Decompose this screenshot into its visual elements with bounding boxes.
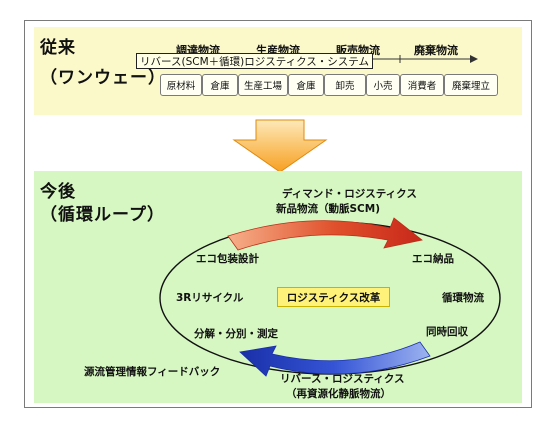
box-raw-material: 原材料 <box>160 74 202 96</box>
blue-arrow-icon <box>239 341 431 377</box>
box-wholesale: 卸売 <box>324 74 366 96</box>
disassembly-label: 分解・分別・測定 <box>194 328 278 340</box>
box-warehouse-2: 倉庫 <box>288 74 324 96</box>
flow-disposal: 廃棄物流 <box>414 44 458 57</box>
oneway-title: 従来 <box>40 38 76 58</box>
box-warehouse-1: 倉庫 <box>202 74 238 96</box>
loop-title: 今後 <box>40 182 76 202</box>
three-r-label: 3Rリサイクル <box>176 292 244 304</box>
box-landfill: 廃棄埋立 <box>444 74 498 96</box>
recycling-flow-label: （再資源化静脈物流） <box>286 388 391 400</box>
feedback-label: 源流管理情報フィードバック <box>84 366 221 378</box>
box-retail: 小売 <box>366 74 400 96</box>
tooltip: リバース(SCM＋循環)ロジスティクス・システム <box>136 53 373 69</box>
box-consumer: 消費者 <box>400 74 444 96</box>
eco-delivery-label: エコ納品 <box>412 253 454 265</box>
oneway-subtitle: （ワンウェー） <box>40 68 166 88</box>
demand-logistics-label: ディマンド・ロジスティクス <box>282 188 417 200</box>
loop-subtitle: （循環ループ） <box>40 205 165 225</box>
box-factory: 生産工場 <box>238 74 288 96</box>
new-goods-flow-label: 新品物流（動脈SCM) <box>276 203 381 215</box>
oneway-panel <box>34 27 522 115</box>
red-arrow-icon <box>227 217 423 251</box>
eco-package-label: エコ包装設計 <box>196 253 259 265</box>
reverse-logistics-label: リバース・ロジスティクス <box>280 373 405 385</box>
collection-label: 同時回収 <box>426 326 468 338</box>
logistics-reform-box: ロジスティクス改革 <box>277 287 390 307</box>
circulation-label: 循環物流 <box>442 292 484 304</box>
